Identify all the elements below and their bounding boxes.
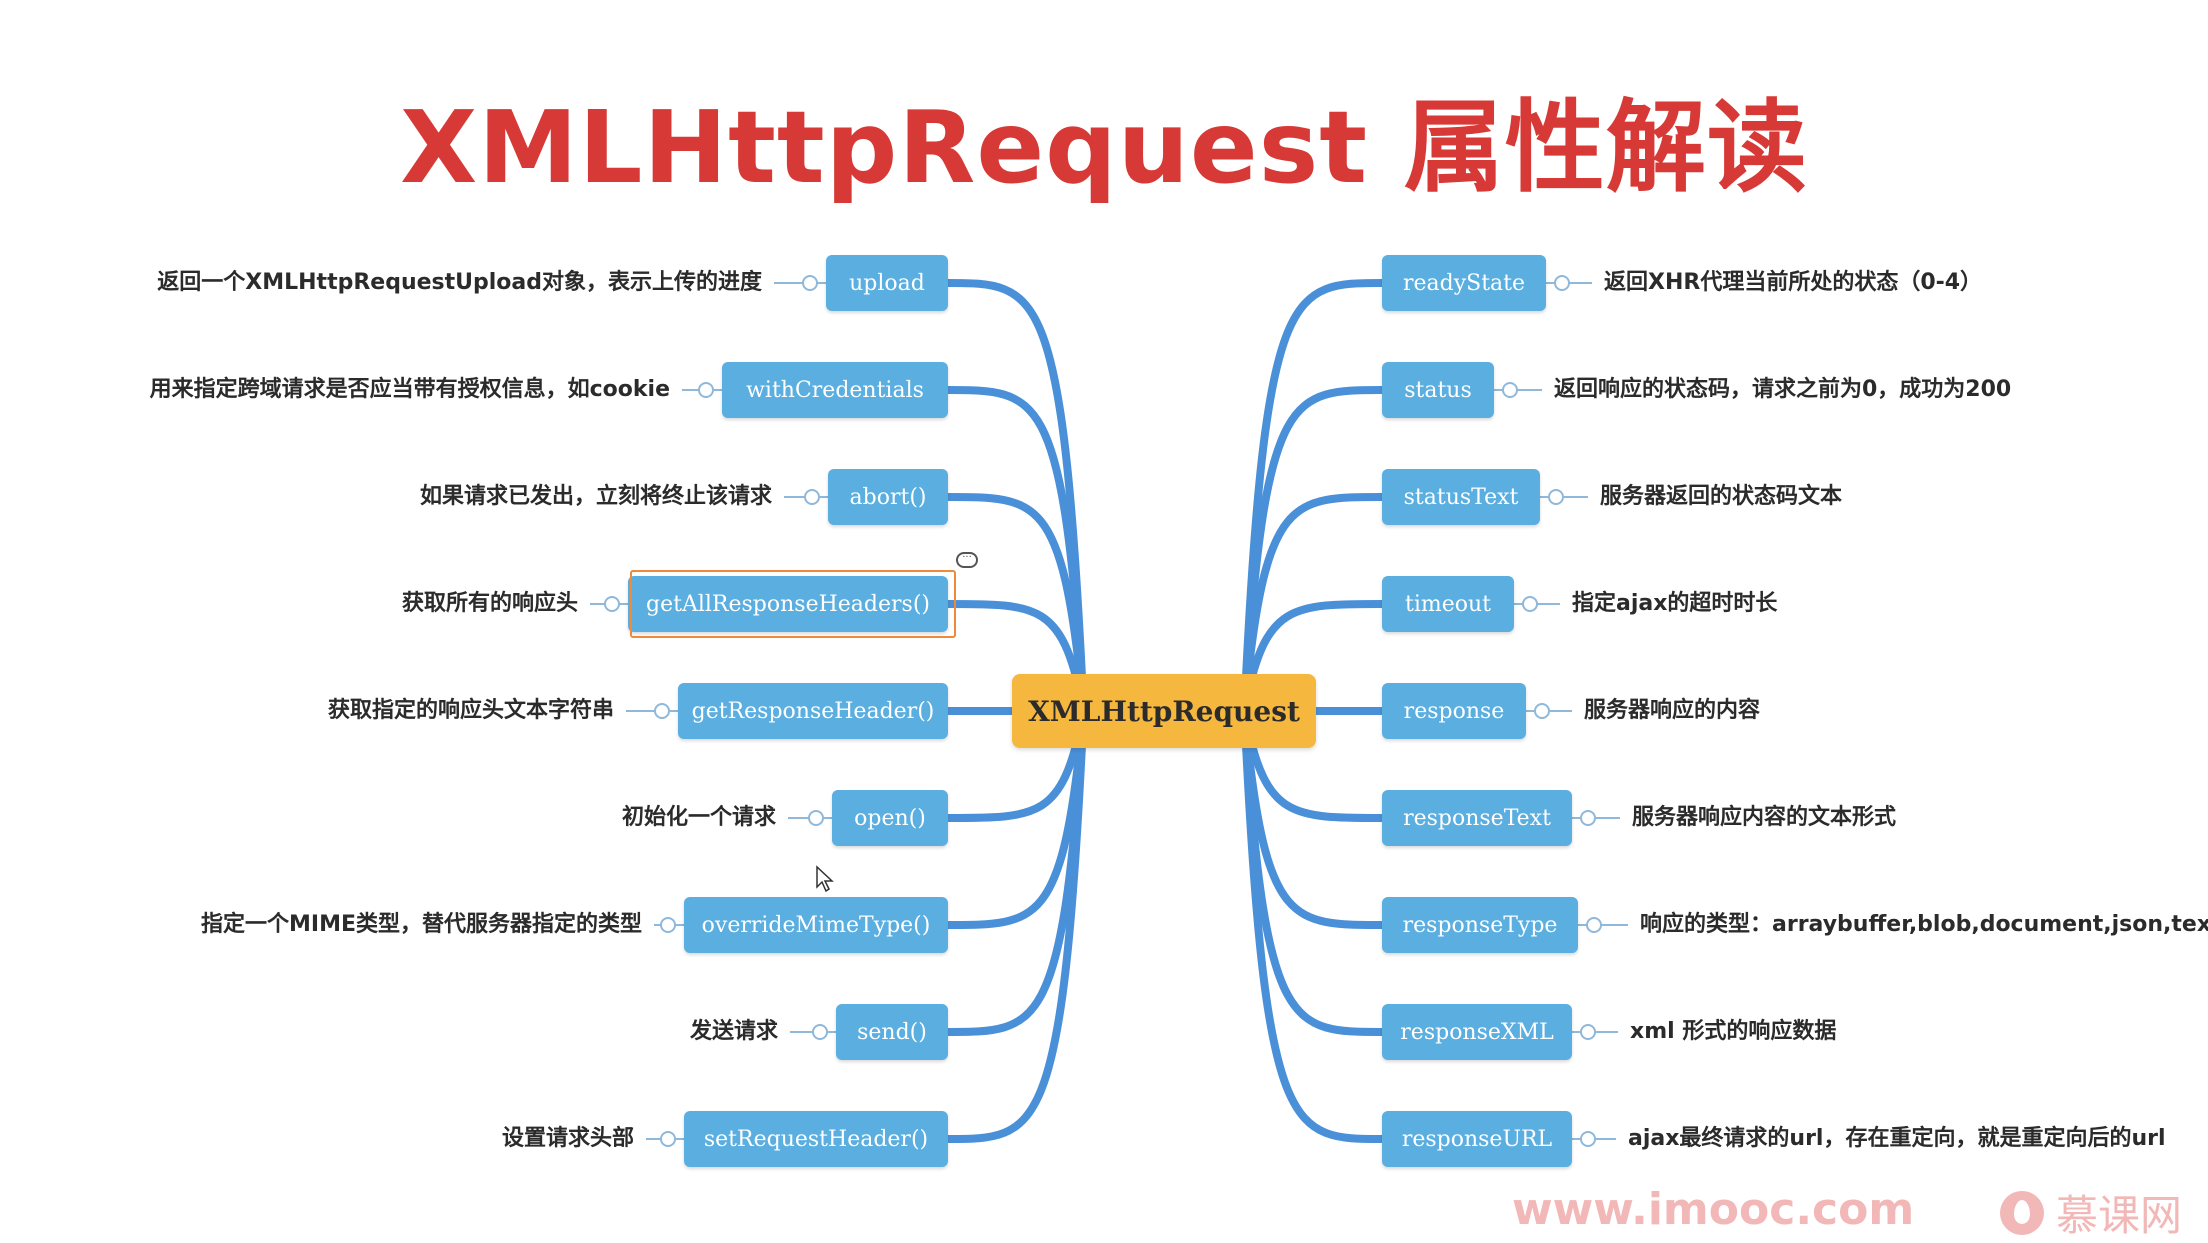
node-getresponseheader[interactable]: getResponseHeader() [678,683,948,739]
collapse-toggle-icon[interactable] [1534,703,1550,719]
branch-link [1242,741,1386,1143]
collapse-toggle-icon[interactable] [1554,275,1570,291]
branch-link [944,715,1086,822]
collapse-toggle-icon[interactable] [808,810,824,826]
node-description: 指定ajax的超时时长 [1572,591,1778,616]
branch-link [1242,493,1386,698]
node-setrequestheader[interactable]: setRequestHeader() [684,1111,948,1167]
branch-link [1242,724,1386,929]
node-statustext[interactable]: statusText [1382,469,1540,525]
node-responsetype[interactable]: responseType [1382,897,1578,953]
node-open[interactable]: open() [832,790,948,846]
node-description: 服务器返回的状态码文本 [1600,484,1843,509]
selection-outline [630,570,956,638]
collapse-toggle-icon[interactable] [1580,1024,1596,1040]
node-abort[interactable]: abort() [828,469,948,525]
node-description: 返回响应的状态码，请求之前为0，成功为200 [1554,377,2012,402]
branch-link [1242,386,1386,690]
page-title: XMLHttpRequest 属性解读 [400,89,1808,206]
node-send[interactable]: send() [836,1004,948,1060]
node-description: 获取指定的响应头文本字符串 [327,698,614,723]
collapse-toggle-icon[interactable] [654,703,670,719]
branch-link [944,386,1086,690]
node-description: ajax最终请求的url，存在重定向，就是重定向后的url [1628,1126,2166,1151]
node-description: 响应的类型：arraybuffer,blob,document,json,tex… [1640,912,2208,937]
collapse-toggle-icon[interactable] [698,382,714,398]
branch-link [1242,600,1386,707]
brand-logo: 慕课网 [2000,1182,2182,1243]
collapse-toggle-icon[interactable] [1580,810,1596,826]
flame-logo-icon [2000,1190,2044,1235]
node-overridemimetype[interactable]: overrideMimeType() [684,897,948,953]
collapse-toggle-icon[interactable] [1522,596,1538,612]
collapse-toggle-icon[interactable] [1580,1131,1596,1147]
collapse-toggle-icon[interactable] [660,1131,676,1147]
mouse-cursor-icon [816,865,834,893]
node-status[interactable]: status [1382,362,1494,418]
node-upload[interactable]: upload [826,255,948,311]
center-node[interactable]: XMLHttpRequest [1012,674,1316,748]
node-description: 发送请求 [689,1019,778,1044]
collapse-toggle-icon[interactable] [604,596,620,612]
node-description: 返回XHR代理当前所处的状态（0-4） [1604,270,1983,295]
node-responsexml[interactable]: responseXML [1382,1004,1572,1060]
node-description: 初始化一个请求 [621,805,776,830]
collapse-toggle-icon[interactable] [1502,382,1518,398]
collapse-toggle-icon[interactable] [660,917,676,933]
node-description: 服务器响应的内容 [1584,698,1761,723]
collapse-toggle-icon[interactable] [1586,917,1602,933]
node-description: 服务器响应内容的文本形式 [1632,805,1897,830]
comment-icon[interactable]: ··· [956,552,978,568]
branch-link [944,741,1086,1143]
node-timeout[interactable]: timeout [1382,576,1514,632]
brand-name: 慕课网 [2056,1191,2183,1240]
branch-link [1242,279,1386,681]
branch-link [944,279,1086,681]
branch-link [944,493,1086,698]
watermark-url: www.imooc.com [1512,1184,1915,1235]
collapse-toggle-icon[interactable] [802,275,818,291]
node-description: 用来指定跨域请求是否应当带有授权信息，如cookie [149,377,670,402]
node-withcredentials[interactable]: withCredentials [722,362,948,418]
node-description: xml 形式的响应数据 [1630,1019,1837,1044]
node-responsetext[interactable]: responseText [1382,790,1572,846]
branch-link [944,600,1086,707]
collapse-toggle-icon[interactable] [1548,489,1564,505]
branch-link [1242,715,1386,822]
node-description: 获取所有的响应头 [401,591,578,616]
node-description: 指定一个MIME类型，替代服务器指定的类型 [200,912,642,937]
node-description: 返回一个XMLHttpRequestUpload对象，表示上传的进度 [157,270,762,295]
node-getallresponseheaders[interactable]: getAllResponseHeaders() [628,576,948,632]
node-response[interactable]: response [1382,683,1526,739]
node-description: 设置请求头部 [501,1126,634,1151]
node-readystate[interactable]: readyState [1382,255,1546,311]
collapse-toggle-icon[interactable] [812,1024,828,1040]
collapse-toggle-icon[interactable] [804,489,820,505]
node-responseurl[interactable]: responseURL [1382,1111,1572,1167]
branch-link [944,724,1086,929]
node-description: 如果请求已发出，立刻将终止该请求 [419,484,772,509]
